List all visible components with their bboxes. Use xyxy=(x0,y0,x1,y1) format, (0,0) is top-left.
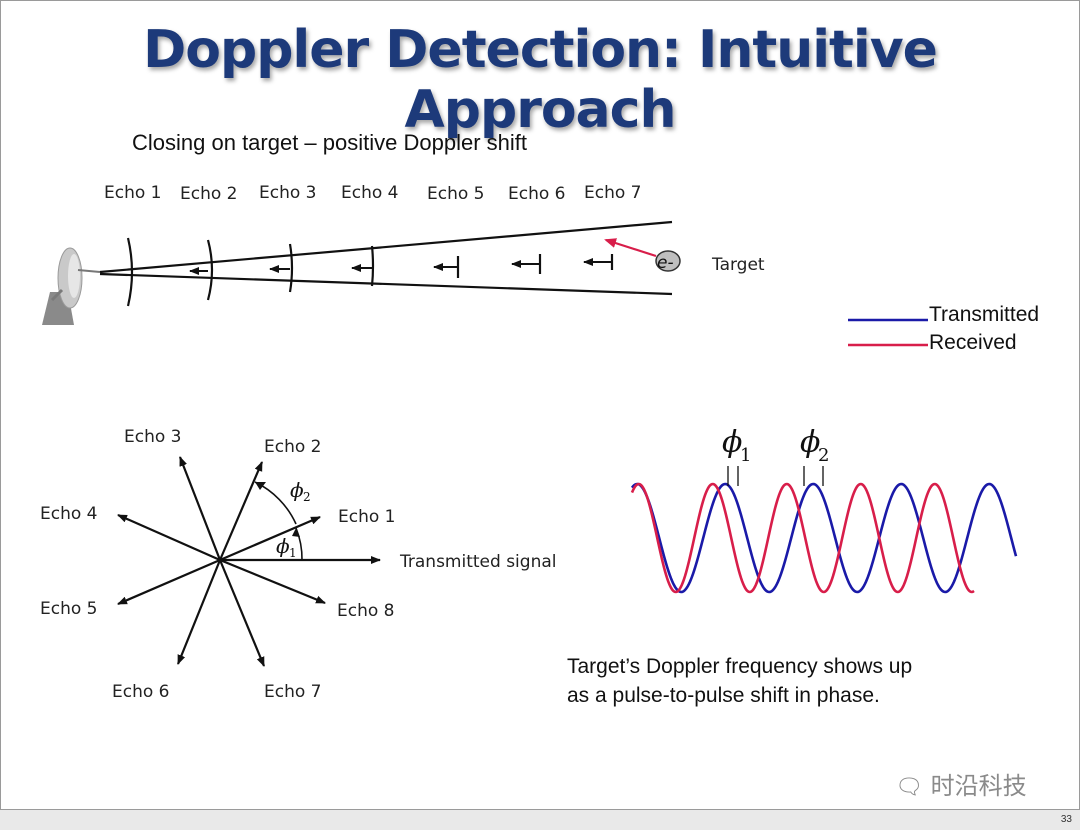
caption: Target’s Doppler frequency shows up as a… xyxy=(567,652,912,710)
wavefront-3 xyxy=(288,243,294,293)
legend: Transmitted Received xyxy=(848,303,1039,354)
target-electron-icon xyxy=(655,250,681,272)
phasor-phi2-symbol: ϕ xyxy=(290,478,304,502)
target-motion-arrow xyxy=(604,238,657,258)
phi2-arc-arrowhead xyxy=(255,482,266,490)
target: e- Target xyxy=(604,238,765,275)
phasor-label-echo-1: Echo 1 xyxy=(338,507,395,527)
echo-label-1: Echo 1 xyxy=(104,183,161,203)
phasor-echo-8 xyxy=(219,558,326,605)
slide-title: Doppler Detection: Intuitive Approach xyxy=(143,20,938,140)
phasor-label-echo-6: Echo 6 xyxy=(112,682,169,702)
wavefront-4 xyxy=(370,245,375,287)
echo-label-7: Echo 7 xyxy=(584,183,641,203)
echo-label-6: Echo 6 xyxy=(508,184,565,204)
wavefront-1 xyxy=(126,237,134,307)
phasor-label-echo-3: Echo 3 xyxy=(124,427,181,447)
transmitted-wave xyxy=(630,482,1018,594)
watermark: 🗨 时沿科技 xyxy=(895,766,1027,801)
legend-transmitted-label: Transmitted xyxy=(929,303,1039,326)
wave-phi1-symbol: ϕ xyxy=(722,425,742,460)
phasor-echo-4 xyxy=(117,513,221,562)
caption-line-2: as a pulse-to-pulse shift in phase. xyxy=(567,684,880,707)
wave-phi1-subscript: 1 xyxy=(740,445,751,466)
phasor-label-echo-8: Echo 8 xyxy=(337,601,394,621)
page-number: 33 xyxy=(1060,814,1072,825)
wave-phi2-symbol: ϕ xyxy=(800,425,820,460)
phasor-phi2-subscript: 2 xyxy=(303,490,311,504)
phasor-echo-6 xyxy=(176,559,222,665)
phasor-label-echo-2: Echo 2 xyxy=(264,437,321,457)
legend-received-label: Received xyxy=(929,331,1017,354)
wavefront-2 xyxy=(206,239,214,301)
caption-line-1: Target’s Doppler frequency shows up xyxy=(567,655,913,678)
radar-beam xyxy=(99,220,673,296)
phasor-label-echo-7: Echo 7 xyxy=(264,682,321,702)
subtitle: Closing on target – positive Doppler shi… xyxy=(132,130,527,155)
transmitted-signal-label: Transmitted signal xyxy=(399,552,556,572)
phasor-diagram: Transmitted signal Echo 1 Echo 2 Echo 3 … xyxy=(40,427,556,702)
waveforms: ϕ 1 ϕ 2 xyxy=(630,425,1018,594)
echo-return-arrows xyxy=(189,258,612,275)
phasor-echo-2 xyxy=(218,461,264,561)
echo-label-2: Echo 2 xyxy=(180,184,237,204)
wave-phi2-subscript: 2 xyxy=(818,445,829,466)
phase-marker-ticks xyxy=(727,466,824,486)
phasor-echo-7 xyxy=(218,559,266,667)
phasor-label-echo-4: Echo 4 xyxy=(40,504,97,524)
phasor-echo-5 xyxy=(117,558,221,606)
phasor-phi1-subscript: 1 xyxy=(289,546,297,560)
phasor-label-echo-5: Echo 5 xyxy=(40,599,97,619)
echo-label-5: Echo 5 xyxy=(427,184,484,204)
watermark-text: 时沿科技 xyxy=(930,772,1027,800)
phasor-echo-3 xyxy=(178,456,222,561)
echo-labels: Echo 1 Echo 2 Echo 3 Echo 4 Echo 5 Echo … xyxy=(104,183,641,204)
echo-label-4: Echo 4 xyxy=(341,183,398,203)
echo-label-3: Echo 3 xyxy=(259,183,316,203)
phasor-echo-1 xyxy=(219,515,321,562)
target-label: Target xyxy=(711,255,765,275)
target-symbol: e- xyxy=(657,253,674,273)
radar-antenna-icon xyxy=(42,247,101,325)
phasor-phi1-symbol: ϕ xyxy=(276,534,290,558)
phi1-arc-arrowhead xyxy=(292,528,300,537)
wechat-icon: 🗨 xyxy=(895,775,923,800)
slide xyxy=(0,0,1080,810)
received-wave xyxy=(630,482,975,594)
